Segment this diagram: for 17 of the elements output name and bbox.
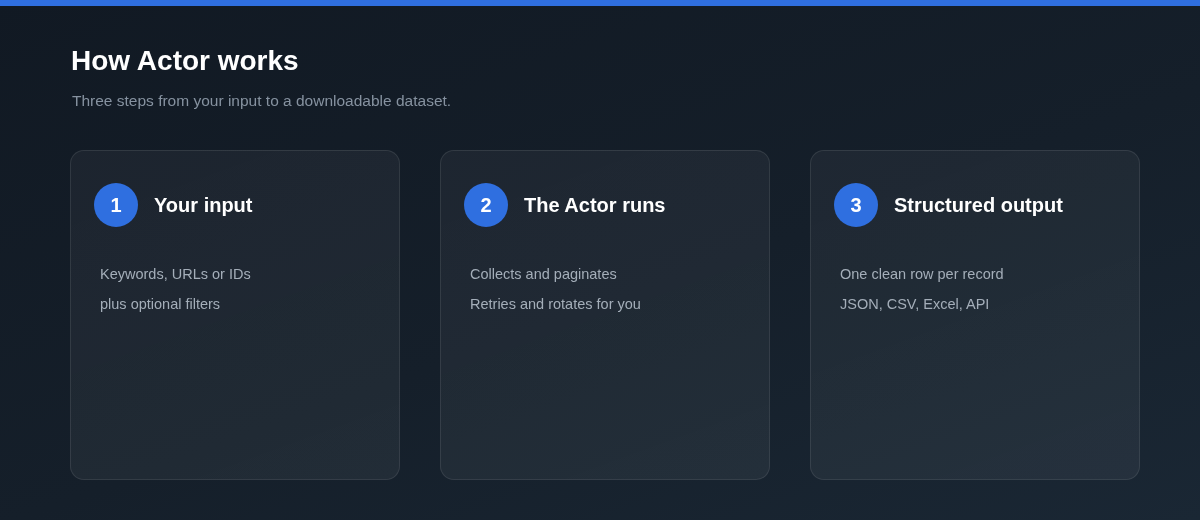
step-heading: Your input [154,193,253,217]
step-number-badge: 3 [834,183,878,227]
step-card [70,150,400,480]
step-heading: The Actor runs [524,193,666,217]
step-description: plus optional filters [100,295,222,313]
step-description: Collects and paginates [470,265,618,283]
step-description: Keywords, URLs or IDs [100,265,251,283]
page-title: How Actor works [71,44,299,78]
subtitle: Three steps from your input to a downloadable dataset. [72,91,452,111]
step-card [440,150,770,480]
step-description: JSON, CSV, Excel, API [840,295,991,313]
step-heading: Structured output [894,193,1063,217]
step-number-badge: 2 [464,183,508,227]
step-number-badge: 1 [94,183,138,227]
step-description: Retries and rotates for you [470,295,641,313]
step-card [810,150,1140,480]
step-description: One clean row per record [840,265,1004,283]
